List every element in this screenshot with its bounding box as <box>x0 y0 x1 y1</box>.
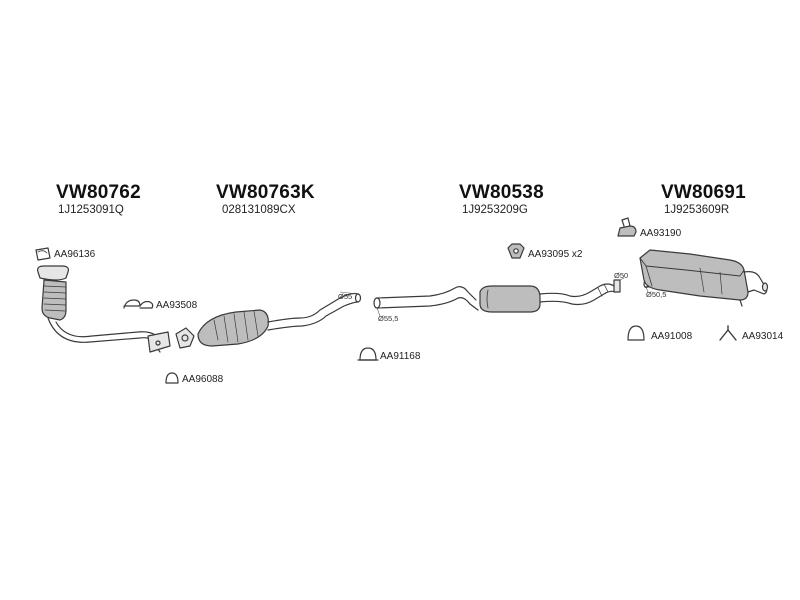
accessory-label-aa93508: AA93508 <box>156 300 198 311</box>
oem-number-middle-silencer: 1J9253209G <box>462 204 528 216</box>
clamp-ring-icon <box>627 325 645 341</box>
middle-silencer <box>373 279 621 313</box>
front-pipe <box>37 265 171 353</box>
diameter-label-mid-inlet: Ø55,5 <box>378 314 399 323</box>
oem-number-rear-silencer: 1J9253609R <box>664 204 730 216</box>
accessory-label-aa96088: AA96088 <box>182 374 224 385</box>
part-number-catalytic-converter: VW80763K <box>216 182 315 203</box>
oem-number-front-pipe: 1J1253091Q <box>58 204 124 216</box>
gasket-icon <box>35 247 51 261</box>
rear-silencer <box>639 249 769 307</box>
catalytic-converter <box>175 292 362 349</box>
rubber-mount-icon <box>507 243 525 259</box>
accessory-label-aa91008: AA91008 <box>651 331 693 342</box>
part-number-front-pipe: VW80762 <box>56 182 141 203</box>
part-number-rear-silencer: VW80691 <box>661 182 746 203</box>
clamp-small-icon <box>165 372 179 384</box>
tripod-mount-icon <box>719 325 737 341</box>
diameter-label-rear-inlet: Ø50,5 <box>646 290 667 299</box>
clamp-saddle-icon <box>357 347 379 361</box>
part-number-middle-silencer: VW80538 <box>459 182 544 203</box>
diameter-label-cat-outlet: Ø55 <box>338 292 353 301</box>
diameter-label-mid-outlet: Ø50 <box>614 271 629 280</box>
oem-number-catalytic-converter: 028131089CX <box>222 204 296 216</box>
hanger-pair-icon <box>123 299 154 309</box>
accessory-label-aa93014: AA93014 <box>742 331 784 342</box>
accessory-label-aa93190: AA93190 <box>640 228 682 239</box>
accessory-label-aa93095: AA93095 x2 <box>528 249 583 260</box>
accessory-label-aa91168: AA91168 <box>380 351 421 362</box>
accessory-label-aa96136: AA96136 <box>54 249 96 260</box>
bracket-icon <box>617 217 637 237</box>
